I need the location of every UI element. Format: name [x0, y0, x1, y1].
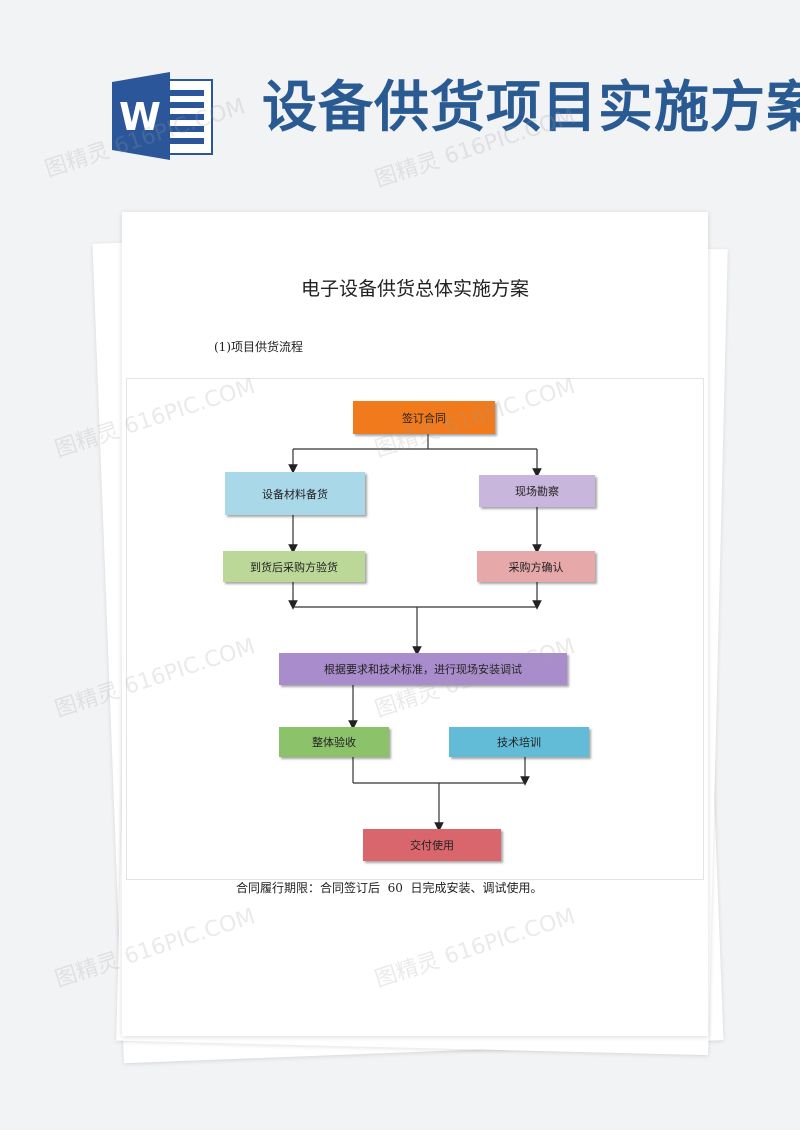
flowchart: 签订合同 设备材料备货 现场勘察 到货后采购方验货 采购方确认 根据要求和技术标…: [223, 401, 595, 861]
banner-title: 设备供货项目实施方案: [262, 75, 800, 139]
node-acceptance-on-arrival: 到货后采购方验货: [223, 551, 365, 582]
node-box: [279, 653, 567, 685]
node-label: 交付使用: [410, 838, 454, 852]
node-box: [449, 727, 589, 757]
flow-connectors: [288, 434, 542, 832]
node-site-survey: 现场勘察: [479, 475, 595, 507]
node-label: 根据要求和技术标准，进行现场安装调试: [324, 662, 522, 676]
node-buyer-confirm: 采购方确认: [477, 551, 595, 582]
node-label: 技术培训: [497, 735, 541, 749]
node-label: 整体验收: [312, 735, 356, 749]
contract-period-text: 合同履行期限：合同签订后 60 日完成安装、调试使用。: [236, 881, 543, 895]
node-label: 采购方确认: [509, 560, 564, 574]
node-label: 现场勘察: [515, 484, 559, 498]
node-box: [225, 472, 365, 515]
node-box: [477, 551, 595, 582]
node-box: [223, 551, 365, 582]
section-label: (1)项目供货流程: [214, 340, 303, 354]
word-logo-letter: W: [119, 95, 161, 139]
flowchart-frame: 签订合同 设备材料备货 现场勘察 到货后采购方验货 采购方确认 根据要求和技术标…: [126, 378, 704, 880]
node-sign-contract: 签订合同: [353, 401, 495, 434]
document-title: 电子设备供货总体实施方案: [300, 278, 529, 300]
node-box: [353, 401, 495, 434]
word-logo-icon: W: [112, 72, 213, 160]
node-install-debug: 根据要求和技术标准，进行现场安装调试: [279, 653, 567, 685]
node-box: [479, 475, 595, 507]
node-label: 设备材料备货: [262, 487, 328, 501]
node-material-prep: 设备材料备货: [225, 472, 365, 515]
node-box: [363, 829, 501, 861]
document-page: 电子设备供货总体实施方案 (1)项目供货流程: [122, 212, 708, 1036]
node-label: 签订合同: [402, 411, 446, 425]
node-handover: 交付使用: [363, 829, 501, 861]
node-overall-acceptance: 整体验收: [279, 727, 389, 757]
node-tech-training: 技术培训: [449, 727, 589, 757]
node-box: [279, 727, 389, 757]
node-label: 到货后采购方验货: [250, 560, 338, 574]
